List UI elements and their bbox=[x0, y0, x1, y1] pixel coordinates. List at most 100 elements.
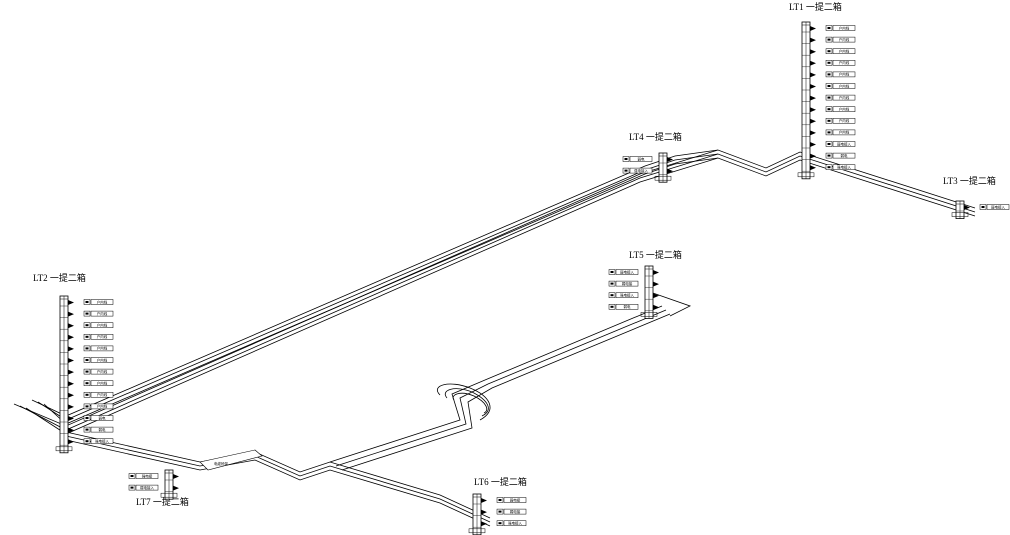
terminal-symbol-fill bbox=[130, 475, 134, 477]
terminal-symbol-fill bbox=[85, 347, 89, 350]
terminal-label: 强电接入 bbox=[620, 293, 634, 298]
terminal-label: 户内线 bbox=[97, 369, 108, 374]
arrow-flag-icon bbox=[173, 485, 179, 491]
terminal-row: 户内线 bbox=[60, 357, 114, 365]
tray-curve-1 bbox=[437, 383, 491, 421]
terminal-symbol-fill bbox=[85, 301, 89, 303]
terminal-box bbox=[832, 71, 856, 78]
terminal-label: 弱电接 bbox=[510, 497, 521, 502]
terminal-box bbox=[832, 25, 856, 31]
arrow-flag-icon bbox=[68, 334, 74, 340]
arrow-flag-icon bbox=[68, 300, 74, 305]
terminal-symbol-fill bbox=[85, 324, 89, 327]
terminal-box bbox=[503, 508, 527, 515]
arrow-flag-icon bbox=[68, 323, 74, 329]
terminal-row: 弱电接 bbox=[608, 280, 659, 288]
terminal-symbol-fill bbox=[827, 38, 831, 41]
terminal-row: 弱电接入 bbox=[128, 484, 179, 492]
terminal-symbol-fill bbox=[827, 143, 831, 145]
terminal-row: 户内线 bbox=[60, 392, 114, 399]
terminal-symbol-fill bbox=[624, 158, 628, 160]
terminal-symbol-fill bbox=[610, 271, 614, 273]
terminal-box bbox=[629, 167, 653, 174]
terminal-symbol-fill bbox=[85, 428, 89, 431]
terminal-symbol-fill bbox=[827, 119, 831, 122]
terminal-label: 户内线 bbox=[839, 49, 850, 54]
terminal-row: 强电接入 bbox=[60, 438, 114, 446]
terminal-label: 户内线 bbox=[97, 311, 108, 316]
terminal-symbol-fill bbox=[827, 27, 831, 29]
terminal-row: 户内线 bbox=[60, 368, 114, 376]
arrow-flag-icon bbox=[68, 439, 74, 445]
terminal-box bbox=[832, 141, 856, 147]
terminal-row: 户内线 bbox=[802, 118, 856, 126]
arrow-flag-icon bbox=[481, 521, 487, 527]
terminal-box bbox=[135, 484, 159, 491]
terminal-box bbox=[832, 94, 856, 101]
terminal-label: 弱电接入 bbox=[620, 269, 634, 274]
terminal-symbol-fill bbox=[85, 359, 89, 361]
arrow-flag-icon bbox=[68, 381, 74, 387]
trunk-label: 电缆桥架 bbox=[214, 461, 228, 466]
terminal-box bbox=[832, 164, 856, 170]
tray-lt5-spur bbox=[649, 291, 692, 317]
arrow-flag-icon bbox=[68, 358, 74, 363]
terminal-label: 户内线 bbox=[839, 130, 850, 135]
terminal-symbol-fill bbox=[85, 417, 89, 419]
terminal-box bbox=[832, 106, 856, 112]
arrow-flag-icon bbox=[667, 157, 673, 162]
terminal-label: 弱电 bbox=[841, 153, 849, 158]
cabinet-label: LT1 一提二箱 bbox=[789, 1, 842, 12]
terminal-box bbox=[135, 473, 159, 479]
arrow-flag-icon bbox=[653, 270, 659, 275]
terminal-box bbox=[832, 152, 856, 159]
terminal-row: 户内线 bbox=[60, 322, 114, 330]
terminal-symbol-fill bbox=[827, 96, 831, 99]
terminal-label: 弱电 bbox=[99, 415, 106, 420]
terminal-box bbox=[90, 368, 114, 375]
terminal-box bbox=[615, 304, 639, 310]
tray-curve-2 bbox=[444, 388, 489, 417]
arrow-flag-icon bbox=[68, 311, 74, 317]
terminal-label: 弱电 bbox=[624, 304, 632, 309]
terminal-box bbox=[90, 357, 114, 363]
terminal-symbol-fill bbox=[827, 131, 831, 134]
terminal-row: 弱电接入 bbox=[802, 141, 856, 149]
terminal-label: 户内线 bbox=[839, 72, 850, 77]
arrow-flag-icon bbox=[810, 153, 816, 159]
terminal-label: 强电接入 bbox=[837, 165, 851, 170]
arrow-flag-icon bbox=[481, 498, 487, 503]
terminal-row: 弱电接入 bbox=[956, 204, 1010, 212]
terminal-box bbox=[90, 415, 114, 421]
terminal-row: 户内线 bbox=[60, 310, 114, 318]
terminal-symbol-fill bbox=[610, 305, 614, 308]
terminal-label: 弱电 bbox=[638, 156, 646, 161]
terminal-box bbox=[615, 269, 639, 275]
terminal-symbol-fill bbox=[610, 282, 614, 285]
cabinet-label: LT2 一提二箱 bbox=[33, 272, 86, 283]
arrow-flag-icon bbox=[810, 130, 816, 136]
terminal-box bbox=[832, 129, 856, 136]
arrow-flag-icon bbox=[810, 142, 816, 147]
terminal-box bbox=[832, 118, 856, 124]
arrow-flag-icon bbox=[810, 107, 816, 113]
arrow-flag-icon bbox=[68, 346, 74, 352]
terminal-row: 户内线 bbox=[60, 380, 114, 388]
arrow-flag-icon bbox=[173, 474, 179, 479]
terminal-symbol-fill bbox=[498, 522, 502, 525]
terminal-box bbox=[615, 292, 639, 298]
terminal-label: 强电接入 bbox=[508, 521, 522, 526]
terminal-label: 强电接入 bbox=[634, 168, 648, 173]
terminal-symbol-fill bbox=[827, 50, 831, 53]
terminal-symbol-fill bbox=[827, 154, 831, 157]
terminal-symbol-fill bbox=[85, 382, 89, 385]
terminal-label: 弱电接入 bbox=[140, 485, 154, 490]
arrow-flag-icon bbox=[964, 205, 970, 210]
terminal-box bbox=[90, 403, 114, 410]
terminal-label: 户内线 bbox=[97, 346, 108, 351]
terminal-box bbox=[503, 520, 527, 526]
terminal-box bbox=[90, 438, 114, 444]
cabinet-base bbox=[55, 446, 73, 452]
